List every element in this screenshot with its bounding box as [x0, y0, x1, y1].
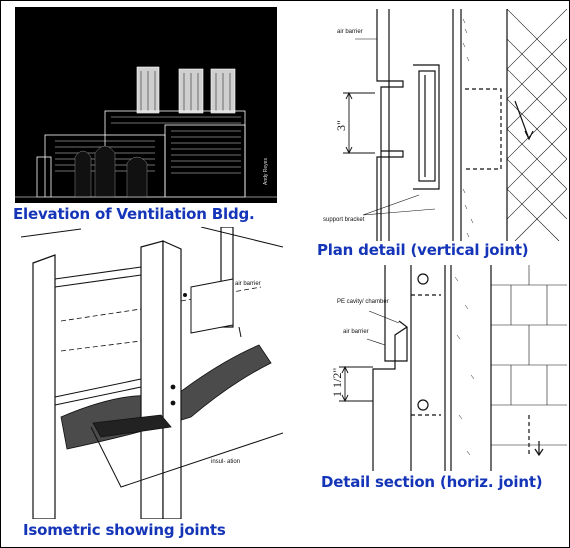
caption-elevation: Elevation of Ventilation Bldg. — [13, 205, 255, 223]
plan-support-bracket-label: support bracket — [323, 217, 365, 223]
plan-detail-drawing: 3" air barrier support bracket — [323, 9, 567, 241]
section-cavity-label: PE cavity/ chamber — [337, 299, 389, 305]
caption-detail-section: Detail section (horiz. joint) — [321, 473, 543, 491]
isometric-drawing: air barrier insul- ation — [21, 227, 283, 519]
caption-isometric: Isometric showing joints — [23, 521, 226, 539]
plan-air-barrier-label: air barrier — [337, 29, 363, 35]
iso-air-barrier-label: air barrier — [235, 281, 261, 287]
section-drawing: 1 1/2" PE cavity/ chamber air barrier — [330, 265, 567, 471]
section-panel: 1 1/2" PE cavity/ chamber air barrier — [315, 265, 567, 471]
caption-plan-detail: Plan detail (vertical joint) — [317, 241, 529, 259]
plan-detail-panel: 3" air barrier support bracket — [315, 9, 567, 241]
section-dimension-label: 1 1/2" — [330, 368, 344, 397]
plan-dimension-label: 3" — [334, 120, 348, 131]
isometric-panel: air barrier insul- ation — [21, 227, 283, 519]
section-air-barrier-label: air barrier — [343, 329, 369, 335]
iso-insulation-label: insul- ation — [211, 459, 240, 465]
elevation-drawing: Andy Reyes — [15, 7, 277, 203]
elevation-panel: Andy Reyes — [15, 7, 277, 203]
elevation-signature: Andy Reyes — [263, 158, 269, 185]
